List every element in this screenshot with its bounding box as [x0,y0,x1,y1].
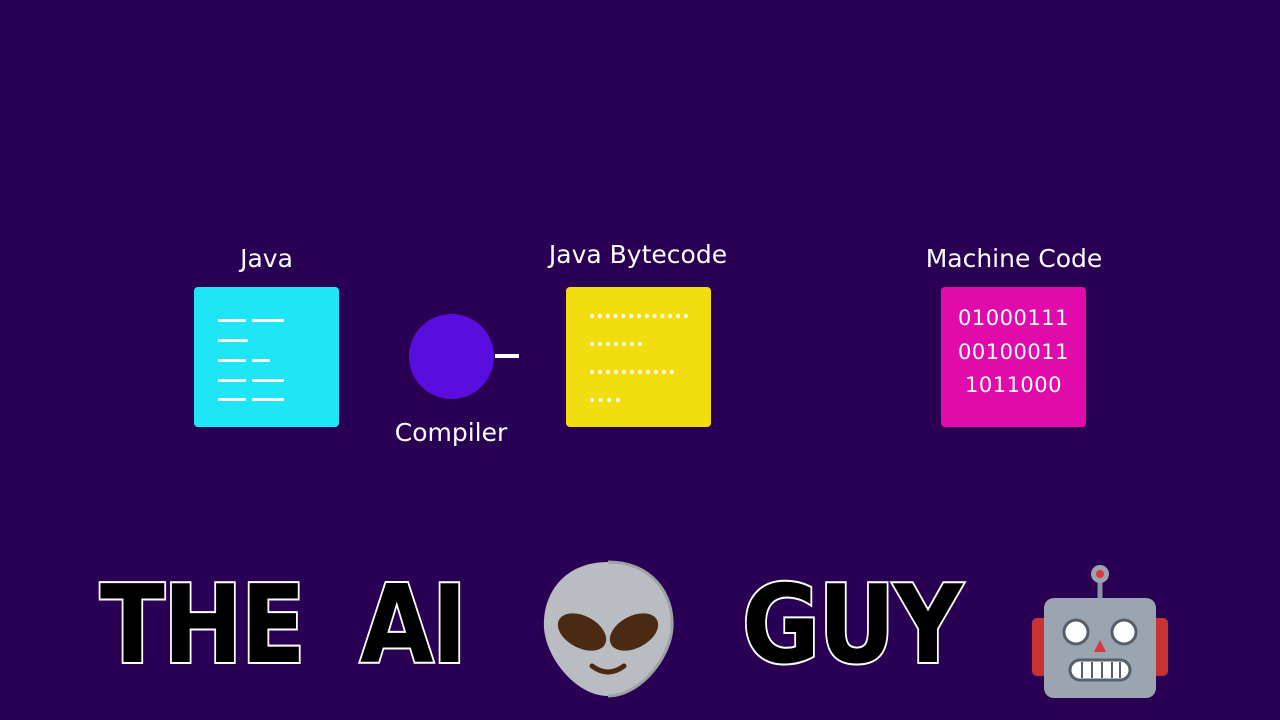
banner-word-the: THE [98,563,307,688]
robot-emoji-icon [1032,565,1168,698]
java-bytecode-card [566,287,711,427]
compiler-label: Compiler [394,418,508,447]
machine-code-card: 01000111 00100011 1011000 [941,287,1086,427]
binary-line: 01000111 [958,306,1069,330]
alien-emoji-icon [543,560,674,698]
java-bytecode-label: Java Bytecode [548,240,728,269]
banner-word-ai: AI [358,563,469,688]
bytecode-line [590,314,688,318]
java-label: Java [240,244,293,273]
code-line [218,359,246,362]
java-source-card [194,287,339,427]
code-line [252,398,284,401]
banner-word-guy: GUY [740,563,964,688]
binary-line: 1011000 [964,373,1063,397]
code-line [252,319,284,322]
bytecode-line [590,342,642,346]
arrow-icon [495,354,519,358]
code-line [218,398,246,401]
code-line [218,339,248,342]
code-line [218,319,246,322]
binary-line: 00100011 [958,340,1069,364]
bytecode-line [590,398,620,402]
code-line [218,379,246,382]
bytecode-line [590,370,674,374]
compiler-circle [409,314,494,399]
code-line [252,359,270,362]
code-line [252,379,284,382]
machine-code-label: Machine Code [925,244,1103,273]
